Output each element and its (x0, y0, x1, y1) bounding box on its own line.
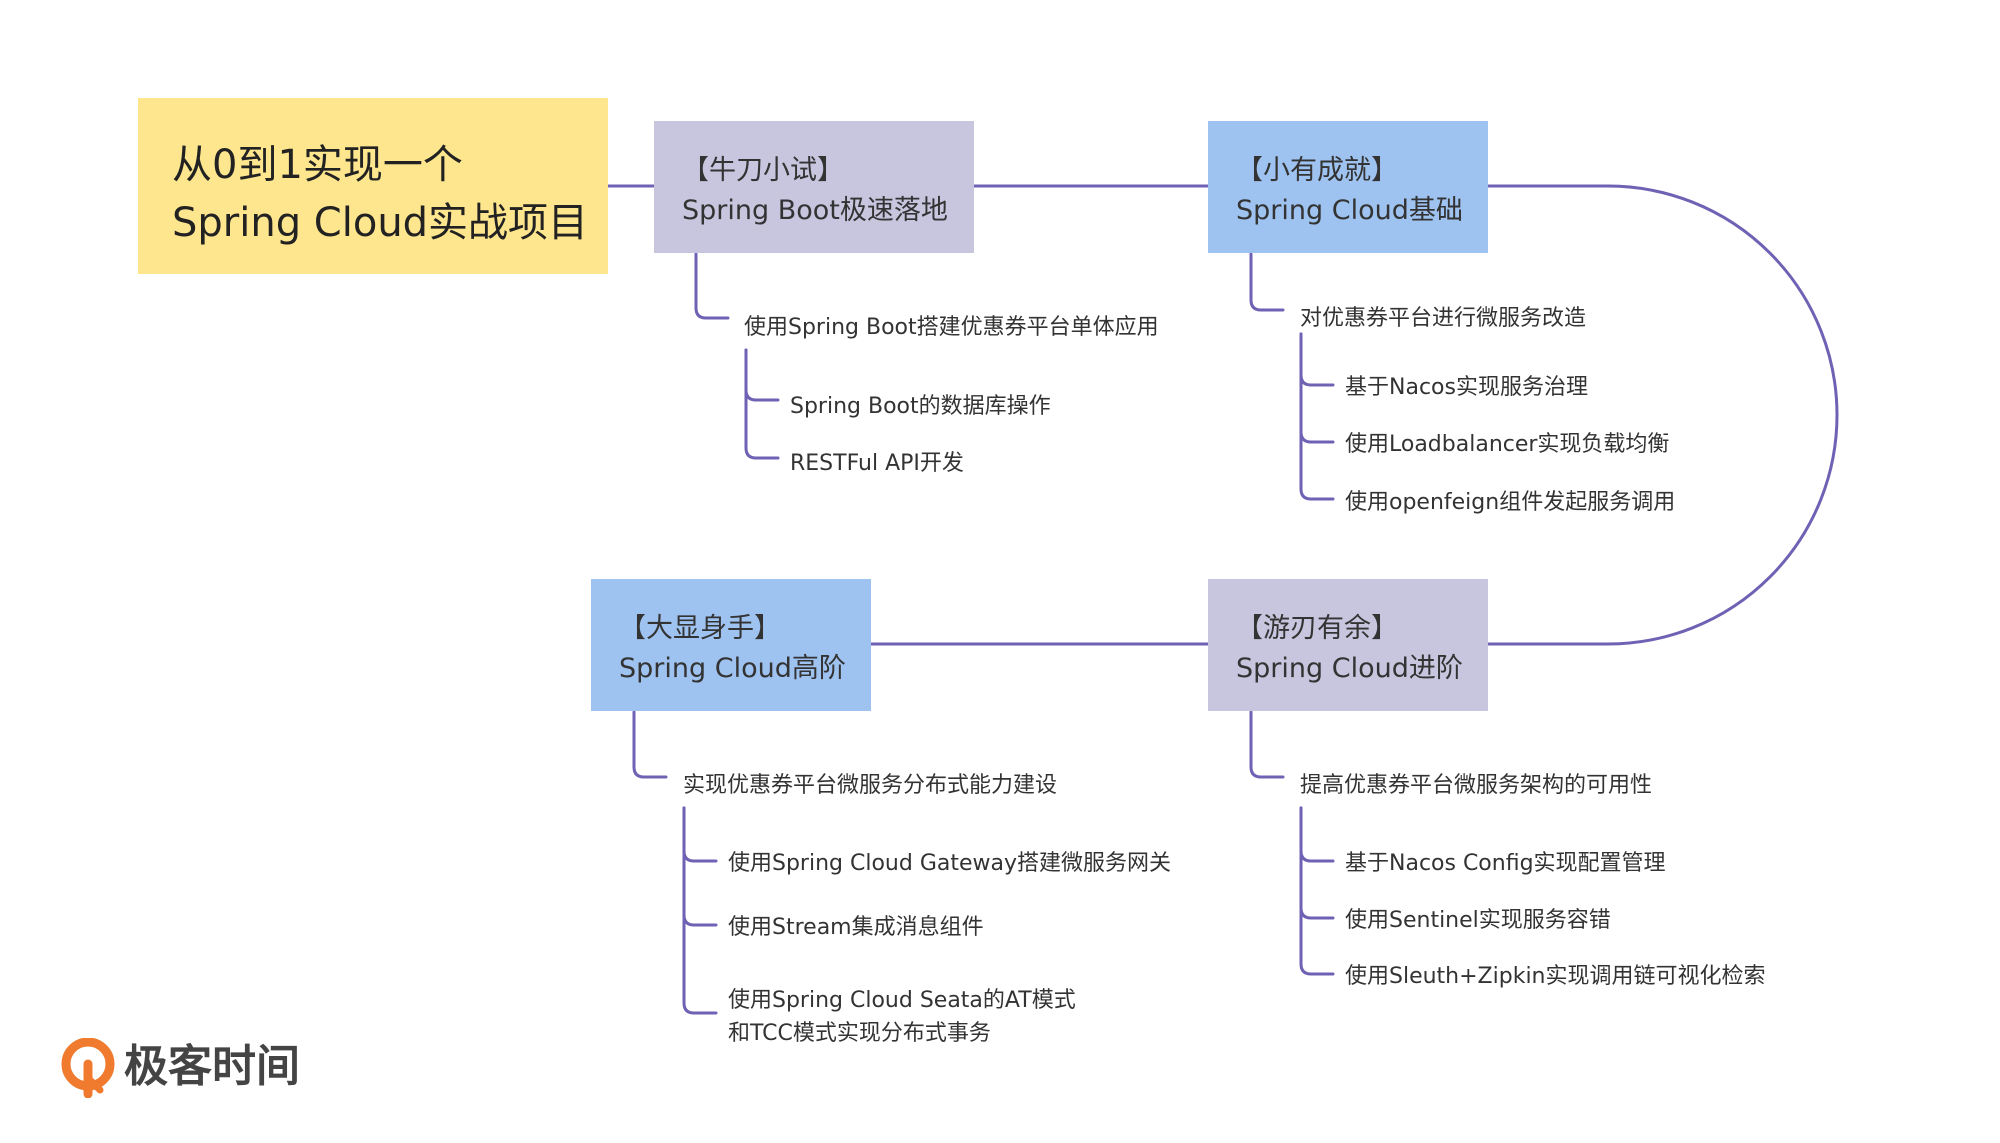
section-3-topic: 提高优惠券平台微服务架构的可用性 (1300, 773, 1653, 798)
section-1-subtitle: Spring Boot极速落地 (682, 195, 948, 226)
section-1-item-1: Spring Boot的数据库操作 (790, 394, 1051, 419)
connector-s2-to-s3-curve (1486, 184, 1839, 646)
section-3-subtitle: Spring Cloud进阶 (1236, 653, 1463, 684)
section-3-item-1: 基于Nacos Config实现配置管理 (1345, 851, 1666, 876)
section-4-item-1: 使用Spring Cloud Gateway搭建微服务网关 (728, 851, 1172, 876)
section-4-item-2: 使用Stream集成消息组件 (728, 915, 984, 940)
section-2-topic: 对优惠券平台进行微服务改造 (1300, 306, 1587, 331)
section-4-item-3-line-2: 和TCC模式实现分布式事务 (728, 1021, 991, 1046)
section-3-item-3: 使用Sleuth+Zipkin实现调用链可视化检索 (1345, 964, 1766, 989)
root-node: 从0到1实现一个 Spring Cloud实战项目 (138, 98, 608, 274)
section-node-2: 【小有成就】 Spring Cloud基础 (1208, 121, 1488, 253)
geekbang-logo-icon (61, 1038, 115, 1098)
section-2-item-2: 使用Loadbalancer实现负载均衡 (1345, 432, 1670, 457)
section-1-title: 【牛刀小试】 (682, 155, 844, 186)
section-1-topic: 使用Spring Boot搭建优惠券平台单体应用 (744, 315, 1159, 340)
root-title-line-1: 从0到1实现一个 (172, 142, 463, 188)
section-2-item-1: 基于Nacos实现服务治理 (1345, 375, 1588, 400)
brand-name: 极客时间 (124, 1041, 300, 1092)
section-4-subtitle: Spring Cloud高阶 (619, 653, 846, 684)
section-3-title: 【游刃有余】 (1236, 613, 1398, 644)
section-1-item-2: RESTFul API开发 (790, 451, 964, 476)
section-node-3: 【游刃有余】 Spring Cloud进阶 (1208, 579, 1488, 711)
section-2-item-3: 使用openfeign组件发起服务调用 (1345, 490, 1676, 515)
section-2-subtitle: Spring Cloud基础 (1236, 195, 1463, 226)
section-3-item-2: 使用Sentinel实现服务容错 (1345, 908, 1611, 933)
section-4-title: 【大显身手】 (619, 613, 781, 644)
section-4-item-3-line-1: 使用Spring Cloud Seata的AT模式 (728, 988, 1076, 1013)
section-2-title: 【小有成就】 (1236, 155, 1398, 186)
section-node-1: 【牛刀小试】 Spring Boot极速落地 (654, 121, 974, 253)
section-node-4: 【大显身手】 Spring Cloud高阶 (591, 579, 871, 711)
section-4-topic: 实现优惠券平台微服务分布式能力建设 (683, 773, 1058, 798)
root-title-line-2: Spring Cloud实战项目 (172, 200, 589, 246)
